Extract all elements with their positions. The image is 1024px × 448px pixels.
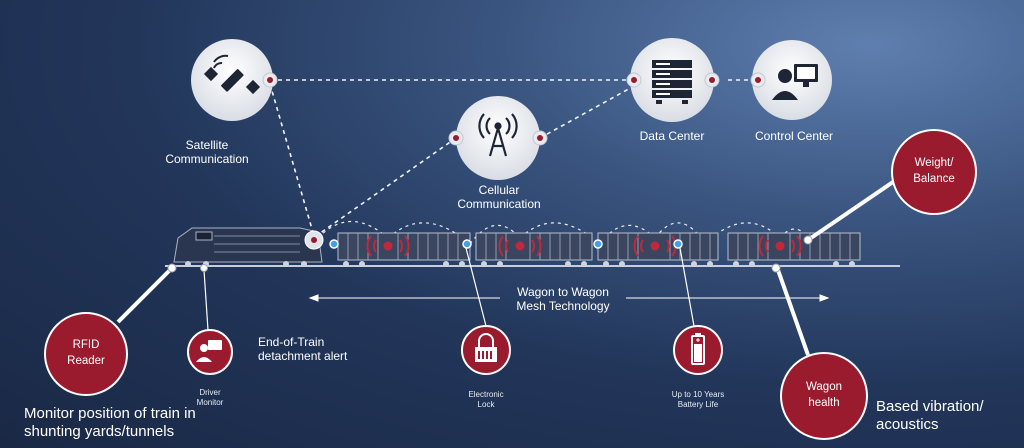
operator-icon: [772, 64, 818, 100]
server-icon: [652, 60, 692, 104]
driver-monitor-label: Driver Monitor: [196, 388, 224, 407]
mesh-label: Wagon to Wagon Mesh Technology: [516, 285, 610, 314]
satellite-label: Satellite Communication: [165, 138, 249, 167]
wheels: [185, 261, 855, 267]
battery-node: [673, 325, 723, 375]
connector-lines: [116, 180, 895, 356]
vibration-caption: Based vibration/ acoustics: [876, 398, 984, 433]
loco-antenna-badge: [304, 230, 324, 250]
control-center-label: Control Center: [754, 129, 834, 143]
signal-icon: [758, 235, 802, 257]
control-center-node: [750, 40, 832, 120]
monitor-position-caption: Monitor position of train in shunting ya…: [24, 405, 196, 440]
electronic-lock-node: [461, 325, 511, 375]
driver-monitor-icon: [196, 340, 222, 362]
cellular-node: [448, 96, 548, 180]
data-center-label: Data Center: [639, 129, 705, 143]
lock-icon: [475, 333, 497, 362]
wagon-ribs: [347, 233, 851, 260]
eot-label: End-of-Train detachment alert: [258, 335, 348, 364]
battery-icon: [691, 333, 705, 365]
wagon-health-node: Wagon health: [780, 352, 868, 440]
cell-tower-icon: [478, 113, 518, 157]
driver-monitor-node: [187, 329, 233, 375]
rail-endpoints: [167, 235, 813, 273]
cellular-label: Cellular Communication: [457, 183, 541, 212]
signal-icon: [498, 235, 542, 257]
rfid-reader-node: RFID Reader: [44, 312, 128, 396]
data-center-node: [626, 38, 720, 122]
weight-balance-node: Weight/ Balance: [891, 129, 977, 215]
signal-icon: [366, 235, 410, 257]
battery-label: Up to 10 Years Battery Life: [671, 390, 725, 409]
locomotive: [173, 227, 323, 263]
signal-emitters: [366, 235, 802, 257]
electronic-lock-label: Electronic Lock: [468, 390, 504, 409]
satellite-node: [191, 39, 278, 121]
sensor-dots: [329, 239, 683, 249]
